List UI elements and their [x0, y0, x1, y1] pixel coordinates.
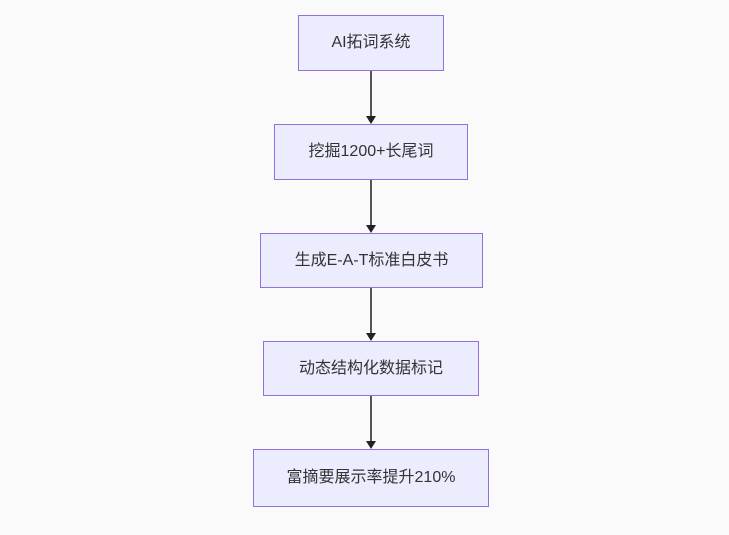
arrow-line	[370, 71, 372, 117]
flow-node-structured-data-markup: 动态结构化数据标记	[263, 341, 479, 396]
flow-node-ai-word-system: AI拓词系统	[298, 15, 444, 71]
flow-node-label: 动态结构化数据标记	[298, 359, 443, 377]
flow-node-label: 挖掘1200+长尾词	[308, 143, 434, 161]
flow-node-label: AI拓词系统	[331, 34, 411, 52]
arrow-line	[370, 180, 372, 226]
arrowhead-down-icon	[366, 333, 376, 341]
arrowhead-down-icon	[366, 116, 376, 124]
arrow-line	[370, 396, 372, 442]
flow-node-rich-snippet-result: 富摘要展示率提升210%	[253, 449, 489, 507]
flow-node-longtail-keywords: 挖掘1200+长尾词	[274, 124, 468, 180]
flow-node-label: 生成E-A-T标准白皮书	[294, 251, 449, 269]
arrow-connector-3	[366, 288, 376, 341]
arrow-connector-1	[366, 71, 376, 124]
arrowhead-down-icon	[366, 225, 376, 233]
arrow-connector-4	[366, 396, 376, 449]
flow-node-label: 富摘要展示率提升210%	[286, 469, 456, 487]
arrow-connector-2	[366, 180, 376, 233]
arrow-line	[370, 288, 372, 334]
arrowhead-down-icon	[366, 441, 376, 449]
flow-node-eat-whitepaper: 生成E-A-T标准白皮书	[260, 233, 483, 288]
